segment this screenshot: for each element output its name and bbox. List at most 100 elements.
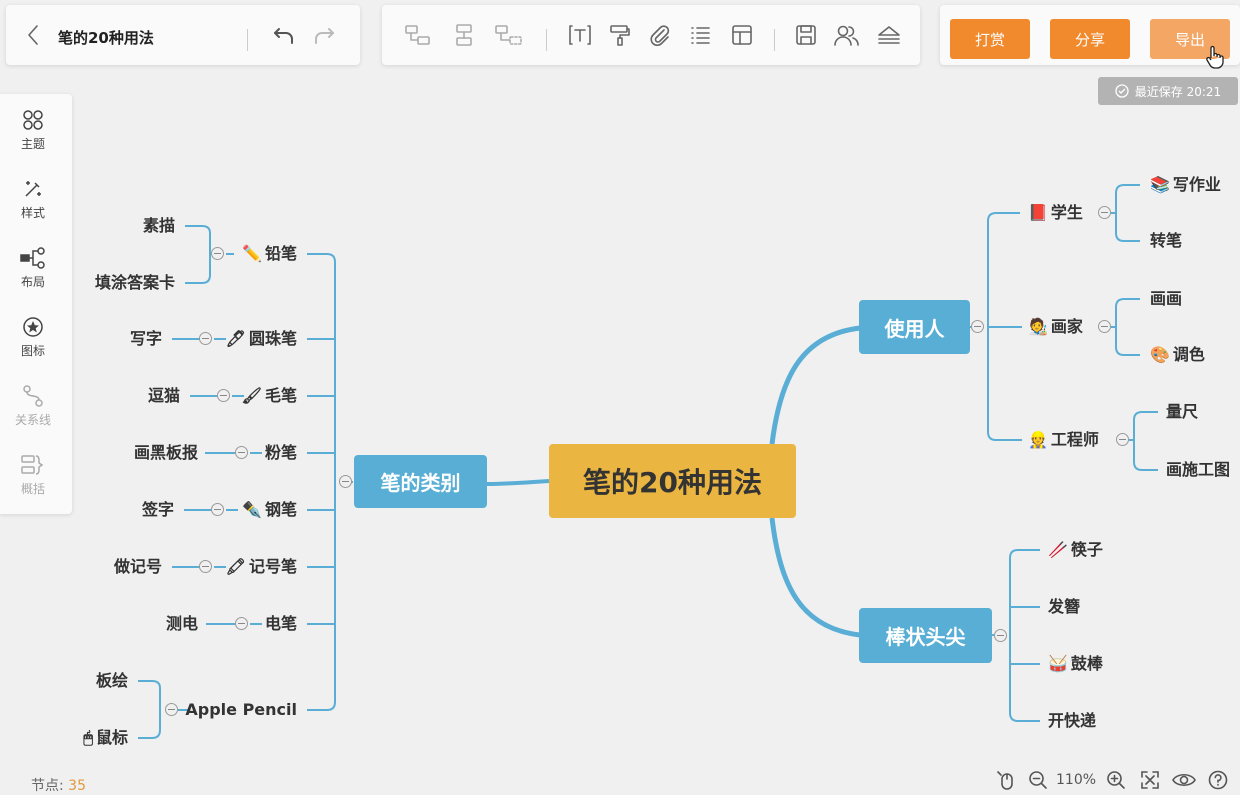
help-icon[interactable] (1208, 770, 1228, 790)
sidebar-item-icon[interactable]: 图标 (0, 305, 66, 369)
collapse-toggle[interactable] (235, 617, 248, 630)
collapse-toggle[interactable] (339, 475, 352, 488)
collapse-toggle[interactable] (235, 446, 248, 459)
topic-ballpoint-pen[interactable]: 🖊 圆珠笔 (225, 329, 297, 348)
collapse-toggle[interactable] (1116, 433, 1129, 446)
insert-parent-topic-icon[interactable] (450, 23, 478, 47)
topic-open-package[interactable]: 开快递 (1048, 711, 1097, 730)
left-sidebar: 主题 样式 布局 图标 关系线 概括 (0, 94, 72, 514)
topic-tease-cat[interactable]: 逗猫 (147, 386, 180, 405)
sidebar-item-label: 样式 (20, 205, 45, 220)
topic-make-marks[interactable]: 做记号 (113, 557, 162, 576)
main-topic-label: 使用人 (884, 316, 945, 341)
topic-painting[interactable]: 画画 (1150, 289, 1183, 308)
artist-icon: 🧑‍🎨 (1028, 317, 1048, 336)
topic-construction-drawing[interactable]: 画施工图 (1166, 460, 1231, 479)
mouse-mode-icon[interactable] (996, 770, 1016, 790)
text-icon[interactable] (568, 23, 592, 47)
main-topic-users[interactable]: 使用人 (859, 300, 970, 354)
topic-brush-pen[interactable]: 🖌 毛笔 (241, 386, 297, 405)
topic-sketch[interactable]: 素描 (142, 216, 175, 235)
sidebar-item-style[interactable]: 样式 (0, 167, 66, 231)
collaborators-icon[interactable] (834, 23, 860, 47)
central-topic[interactable]: 笔的20种用法 (549, 444, 796, 518)
sidebar-item-label: 概括 (20, 481, 45, 496)
topic-mouse[interactable]: 🖱 鼠标 (83, 728, 128, 747)
topic-fountain-pen[interactable]: ✒️ 钢笔 (242, 500, 297, 519)
collapse-toggle[interactable] (217, 389, 230, 402)
collapse-toolbar-icon[interactable] (876, 23, 902, 47)
layout-template-icon[interactable] (730, 23, 754, 47)
topic-electric-pen[interactable]: 电笔 (264, 614, 297, 633)
topic-pencil[interactable]: ✏️ 铅笔 (242, 244, 297, 263)
hand-cursor-icon (1206, 45, 1224, 73)
format-painter-icon[interactable] (608, 23, 632, 47)
action-bar: 打赏 分享 导出 (940, 5, 1240, 69)
collapse-toggle[interactable] (1098, 206, 1111, 219)
topic-marker[interactable]: 🖍 记号笔 (225, 557, 297, 576)
topic-digital-drawing[interactable]: 板绘 (95, 671, 128, 690)
sidebar-item-theme[interactable]: 主题 (0, 98, 66, 162)
main-topic-label: 棒状头尖 (885, 625, 966, 649)
topic-pen-spinning[interactable]: 转笔 (1150, 231, 1183, 250)
sidebar-item-relation-line[interactable]: 关系线 (0, 374, 66, 438)
paintbrush-icon: 🖌 (241, 386, 262, 405)
sidebar-item-label: 主题 (20, 136, 45, 151)
topic-fill-answer-card[interactable]: 填涂答案卡 (94, 273, 175, 292)
topic-color-mixing[interactable]: 🎨 调色 (1150, 345, 1205, 364)
main-topic-pen-categories[interactable]: 笔的类别 (354, 455, 487, 508)
share-button[interactable]: 分享 (1050, 19, 1130, 59)
reward-button[interactable]: 打赏 (950, 19, 1030, 59)
export-button[interactable]: 导出 (1150, 19, 1230, 59)
topic-engineer[interactable]: 👷 工程师 (1028, 430, 1099, 449)
collapse-toggle[interactable] (211, 247, 224, 260)
topic-apple-pencil[interactable]: Apple Pencil (185, 700, 297, 719)
preview-eye-icon[interactable] (1172, 770, 1196, 790)
collapse-toggle[interactable] (211, 503, 224, 516)
insert-sibling-topic-icon[interactable] (404, 23, 432, 47)
star-icon (23, 316, 43, 337)
style-icon (25, 180, 41, 197)
fountain-pen-icon: ✒️ (242, 500, 262, 519)
attachment-icon[interactable] (648, 23, 672, 47)
back-icon[interactable] (22, 23, 44, 47)
drum-icon: 🥁 (1048, 654, 1068, 673)
check-circle-icon (1115, 84, 1129, 98)
collapse-toggle[interactable] (165, 703, 178, 716)
topic-chalk[interactable]: 粉笔 (264, 443, 297, 462)
editing-toolbar (382, 5, 920, 65)
title-bar: 笔的20种用法 (6, 5, 360, 65)
zoom-in-icon[interactable] (1106, 770, 1126, 790)
collapse-toggle[interactable] (1098, 320, 1111, 333)
pencil-icon: ✏️ (242, 244, 262, 263)
topic-painter[interactable]: 🧑‍🎨 画家 (1028, 317, 1083, 336)
sidebar-item-label: 图标 (20, 343, 45, 358)
save-icon[interactable] (794, 23, 818, 47)
topic-ruler[interactable]: 量尺 (1166, 402, 1199, 421)
zoom-out-icon[interactable] (1028, 770, 1048, 790)
document-title[interactable]: 笔的20种用法 (58, 29, 154, 47)
topic-student[interactable]: 📕 学生 (1028, 203, 1083, 222)
topic-signature[interactable]: 签字 (141, 500, 174, 519)
topic-drumstick[interactable]: 🥁 鼓棒 (1048, 654, 1103, 673)
collapse-toggle[interactable] (199, 332, 212, 345)
engineer-icon: 👷 (1028, 430, 1048, 449)
sidebar-item-layout[interactable]: 布局 (0, 236, 66, 300)
insert-child-topic-icon[interactable] (494, 23, 524, 47)
collapse-toggle[interactable] (199, 560, 212, 573)
topic-test-electricity[interactable]: 测电 (165, 614, 198, 633)
topic-homework[interactable]: 📚 写作业 (1150, 175, 1221, 194)
topic-hairpin[interactable]: 发簪 (1048, 597, 1081, 616)
collapse-toggle[interactable] (971, 320, 984, 333)
topic-blackboard-drawing[interactable]: 画黑板报 (133, 443, 198, 462)
list-icon[interactable] (688, 23, 712, 47)
sidebar-item-summary[interactable]: 概括 (0, 443, 66, 507)
redo-icon[interactable] (312, 23, 336, 47)
topic-writing[interactable]: 写字 (129, 329, 162, 348)
undo-icon[interactable] (272, 23, 296, 47)
pen-icon: 🖊 (225, 329, 246, 348)
fit-screen-icon[interactable] (1140, 770, 1160, 790)
main-topic-stick-tip[interactable]: 棒状头尖 (859, 608, 992, 663)
topic-chopsticks[interactable]: 🥢 筷子 (1048, 540, 1103, 559)
collapse-toggle[interactable] (994, 629, 1007, 642)
